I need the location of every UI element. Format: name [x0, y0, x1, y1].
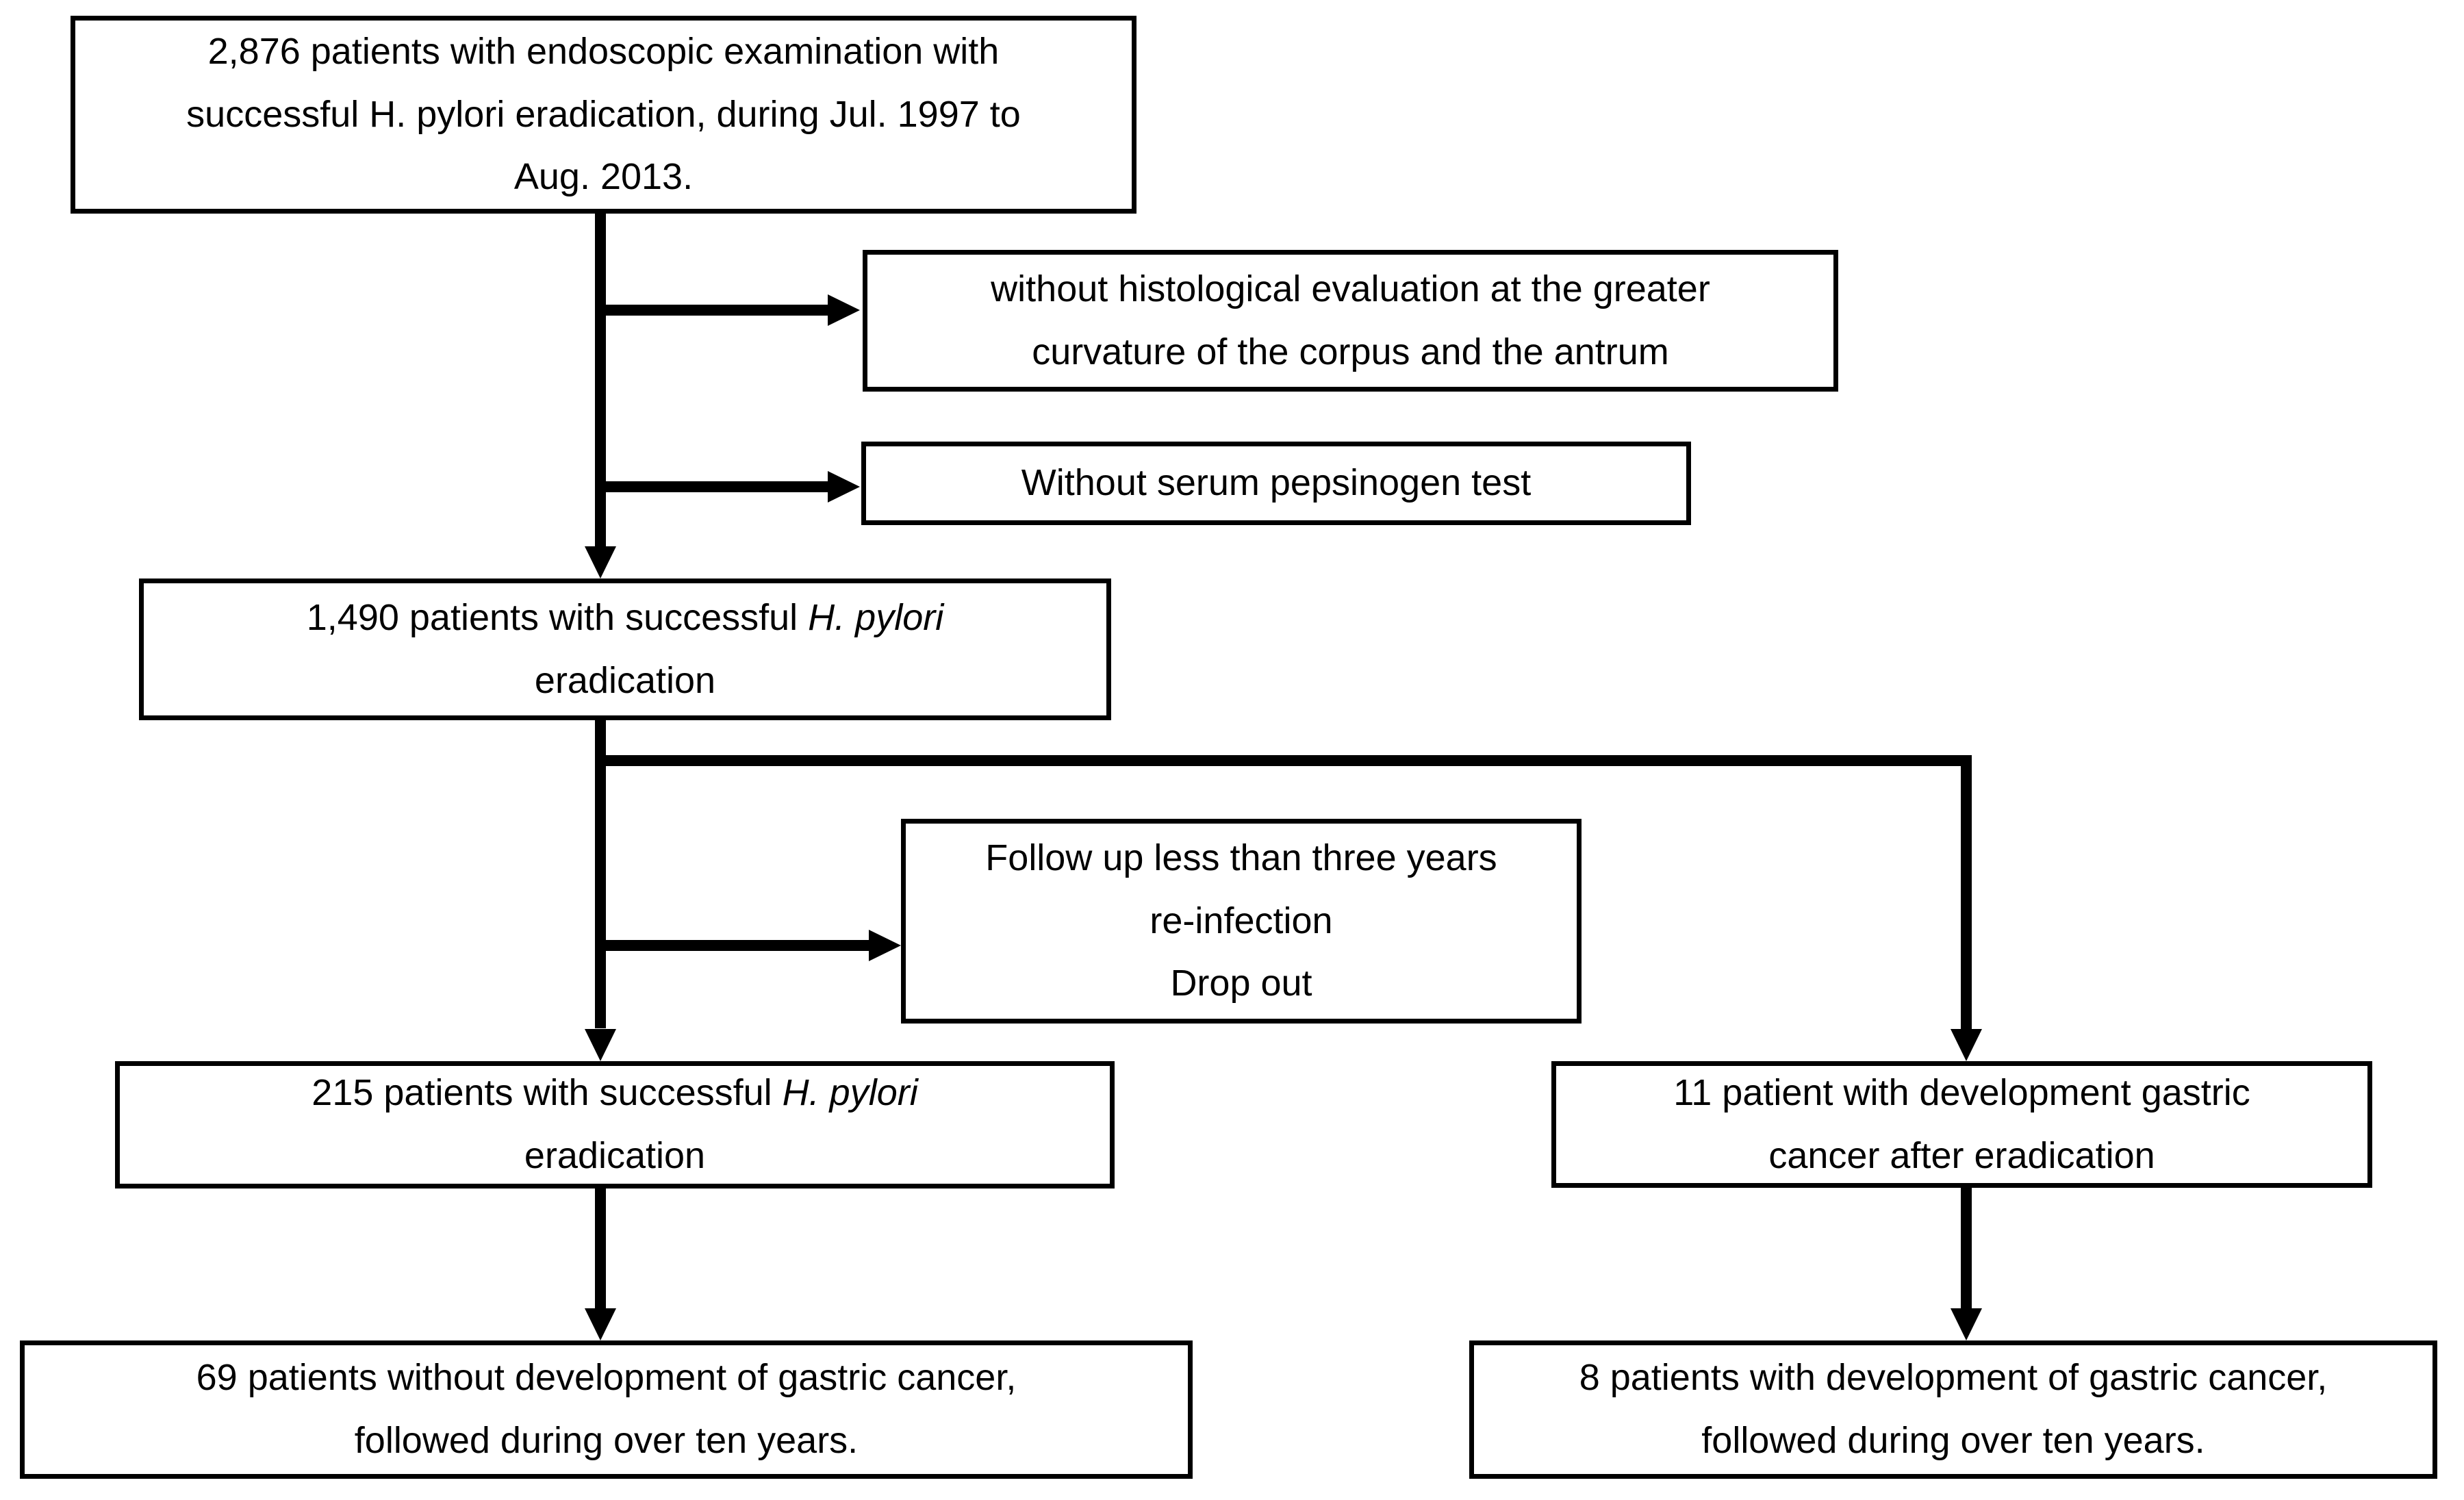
box-text-line: 8 patients with development of gastric c…: [1579, 1357, 2328, 1399]
connector-cancer-11-to-cancer-8: [1961, 1188, 1972, 1309]
box-text-line: curvature of the corpus and the antrum: [1032, 331, 1669, 372]
box-cancer-ten-years-8: 8 patients with development of gastric c…: [1469, 1340, 2437, 1479]
box-text-line: 11 patient with development gastric: [1673, 1071, 2250, 1113]
connector-branch-no-pepsinogen: [595, 481, 828, 492]
box-text-line: without histological evaluation at the g…: [991, 268, 1710, 309]
box-text-line: 69 patients without development of gastr…: [196, 1357, 1017, 1399]
arrowhead-down-icon: [585, 1308, 616, 1340]
box-text-line: cancer after eradication: [1768, 1134, 2155, 1176]
connector-branch-no-histology: [595, 305, 828, 316]
connector-cohort-to-eradicated-1490: [595, 214, 606, 550]
connector-down-to-cancer-11: [1961, 755, 1972, 1029]
box-text-line: Drop out: [1170, 963, 1312, 1004]
box-initial-cohort: 2,876 patients with endoscopic examinati…: [71, 16, 1136, 214]
box-excluded-followup-reinfection-dropout: Follow up less than three years re-infec…: [901, 819, 1582, 1024]
box-text-line: followed during over ten years.: [354, 1420, 859, 1461]
box-text-line: eradication: [524, 1135, 706, 1176]
arrowhead-down-icon: [585, 546, 616, 579]
box-excluded-no-histology: without histological evaluation at the g…: [863, 250, 1838, 392]
arrowhead-down-icon: [1951, 1029, 1982, 1061]
box-text-segment: 215 patients with successful: [312, 1072, 783, 1114]
connector-branch-excluded-followup: [595, 940, 869, 951]
box-text-segment: 1,490 patients with successful: [306, 596, 809, 638]
arrowhead-down-icon: [1951, 1308, 1982, 1340]
box-text-line: followed during over ten years.: [1701, 1420, 2205, 1461]
box-eradicated-1490: 1,490 patients with successful H. pylori…: [139, 579, 1111, 720]
box-text-line: Aug. 2013.: [513, 156, 694, 198]
box-text-italic-segment: H. pylori: [782, 1072, 918, 1114]
box-excluded-no-pepsinogen-test: Without serum pepsinogen test: [861, 442, 1691, 525]
arrowhead-down-icon: [585, 1029, 616, 1061]
connector-eradicated-1490-to-215: [595, 720, 606, 1028]
box-text-line: Follow up less than three years: [985, 837, 1497, 878]
arrowhead-right-icon: [828, 294, 860, 326]
connector-eradicated-1490-to-cancer-11: [595, 755, 1972, 766]
box-text-line: eradication: [534, 659, 716, 701]
arrowhead-right-icon: [828, 471, 860, 503]
box-text-line: 215 patients with successful H. pylori: [312, 1062, 917, 1125]
box-text-italic-segment: H. pylori: [808, 596, 944, 638]
box-text-line: Without serum pepsinogen test: [1021, 462, 1532, 504]
box-text-line: successful H. pylori eradication, during…: [186, 93, 1021, 135]
box-no-cancer-ten-years-69: 69 patients without development of gastr…: [20, 1340, 1193, 1479]
arrowhead-right-icon: [869, 930, 901, 961]
connector-eradicated-215-to-no-cancer-69: [595, 1188, 606, 1309]
box-text-line: 2,876 patients with endoscopic examinati…: [207, 30, 1000, 72]
box-text-line: re-infection: [1150, 900, 1333, 941]
box-cancer-after-eradication-11: 11 patient with development gastric canc…: [1551, 1061, 2372, 1188]
box-text-line: 1,490 patients with successful H. pylori: [307, 587, 943, 650]
box-eradicated-215: 215 patients with successful H. pylori e…: [115, 1061, 1115, 1188]
